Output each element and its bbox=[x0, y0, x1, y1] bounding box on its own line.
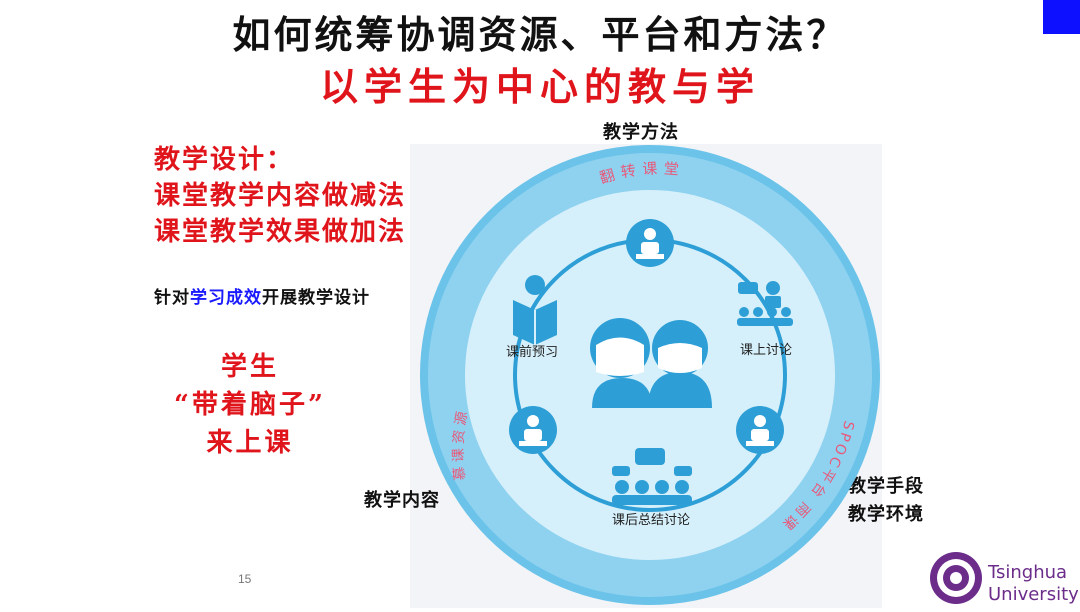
class-discussion-icon bbox=[737, 281, 793, 326]
label-env: 教学环境 bbox=[848, 504, 924, 525]
label-content: 教学内容 bbox=[364, 490, 440, 511]
design-block: 教学设计： 课堂教学内容做减法 课堂教学效果做加法 bbox=[154, 142, 406, 250]
page-title: 如何统筹协调资源、平台和方法？ bbox=[232, 12, 848, 57]
reading-icon bbox=[513, 275, 557, 345]
page-subtitle: 以学生为中心的教与学 bbox=[319, 64, 760, 109]
university-line-1: Tsinghua bbox=[987, 562, 1067, 583]
student-line-1: 学生 bbox=[220, 352, 279, 382]
presenter-icon-left bbox=[509, 406, 557, 454]
university-line-2: University bbox=[988, 584, 1078, 605]
student-block: 学生 “带着脑子” 来上课 bbox=[160, 348, 340, 462]
note-prefix: 针对 bbox=[154, 288, 190, 308]
student-line-2: “带着脑子” bbox=[174, 390, 326, 420]
tsinghua-logo: Tsinghua University bbox=[928, 548, 1079, 608]
presenter-icon-right bbox=[736, 406, 784, 454]
design-line-2: 课堂教学内容做减法 bbox=[154, 181, 407, 211]
students-center-icon bbox=[590, 318, 712, 408]
note-highlight: 学习成效 bbox=[190, 288, 262, 308]
node-preview: 课前预习 bbox=[506, 344, 558, 360]
student-line-3: 来上课 bbox=[206, 428, 294, 458]
node-summary: 课后总结讨论 bbox=[612, 513, 690, 528]
design-line-3: 课堂教学效果做加法 bbox=[154, 217, 407, 247]
label-method: 教学方法 bbox=[603, 122, 679, 143]
note-suffix: 开展教学设计 bbox=[262, 288, 370, 308]
node-discuss: 课上讨论 bbox=[740, 343, 792, 358]
presenter-icon-top bbox=[626, 219, 674, 267]
design-note: 针对学习成效开展教学设计 bbox=[154, 283, 370, 308]
summary-discussion-icon bbox=[612, 448, 692, 505]
label-means: 教学手段 bbox=[848, 476, 924, 497]
page-number: 15 bbox=[238, 572, 252, 586]
corner-blue-block bbox=[1043, 0, 1080, 34]
tsinghua-seal-icon: Tsinghua University bbox=[930, 552, 1079, 605]
design-line-1: 教学设计： bbox=[154, 145, 295, 175]
